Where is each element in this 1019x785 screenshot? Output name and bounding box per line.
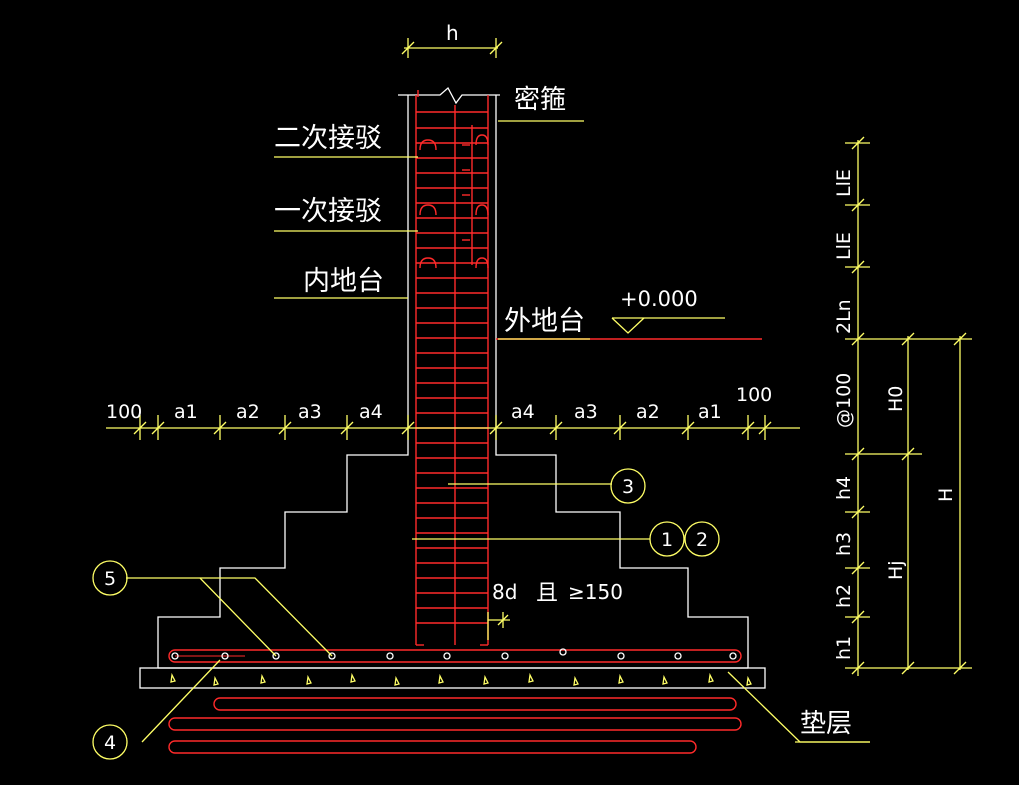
splice-note-and: 且 xyxy=(536,581,558,606)
dim-right-a1: a1 xyxy=(698,401,722,423)
splice-note-8d: 8d xyxy=(492,580,517,604)
foundation-outline xyxy=(139,86,766,689)
leader-lines xyxy=(126,120,870,743)
cushion-hatch xyxy=(170,672,752,686)
callout-numbers: 3 1 2 5 4 xyxy=(104,476,708,754)
dim-v-h0: H0 xyxy=(885,386,907,412)
splice-note-min: ≥150 xyxy=(568,580,623,604)
callout-4: 4 xyxy=(104,732,116,754)
top-dimension xyxy=(401,38,503,58)
callout-circles xyxy=(92,468,720,760)
dim-right-a4: a4 xyxy=(511,401,535,423)
dim-v-h3: h3 xyxy=(833,532,855,556)
dim-v-hj: Hj xyxy=(885,560,907,580)
label-inner-ground: 内地台 xyxy=(303,266,384,297)
mesh-bar-sections xyxy=(171,648,737,660)
horizontal-dimension xyxy=(106,415,800,440)
dim-v-2ln: 2Ln xyxy=(833,299,855,334)
column-stirrups xyxy=(416,111,488,624)
label-second-splice: 二次接驳 xyxy=(274,123,382,154)
label-elevation: +0.000 xyxy=(620,287,698,311)
bottom-mesh xyxy=(168,649,742,663)
dim-v-h4: h4 xyxy=(833,476,855,500)
label-cushion: 垫层 xyxy=(800,709,852,739)
column-rebar xyxy=(415,90,489,646)
dim-v-lle-2: LlE xyxy=(833,169,855,197)
vertical-dimension-inner xyxy=(845,136,870,676)
dim-right-100: 100 xyxy=(736,384,772,406)
dim-left-a4: a4 xyxy=(359,401,383,423)
dim-left-a2: a2 xyxy=(236,401,260,423)
dim-v-h2: h2 xyxy=(833,584,855,608)
splice-hooks xyxy=(419,134,489,269)
dim-left-a1: a1 xyxy=(174,401,198,423)
dim-left-a3: a3 xyxy=(298,401,322,423)
callout-5: 5 xyxy=(104,568,116,590)
splice-length-mark xyxy=(487,612,510,640)
dims-right-labels: a4 a3 a2 a1 100 xyxy=(511,384,772,423)
dims-vertical-labels: h1 h2 h3 h4 @100 2Ln LlE LlE xyxy=(833,169,855,660)
vertical-dimension-middle xyxy=(870,332,922,675)
label-dense-stirrup: 密箍 xyxy=(514,85,566,115)
vertical-dimension-outer xyxy=(922,332,972,675)
dims-left-labels: 100 a1 a2 a3 a4 xyxy=(106,401,383,423)
dim-v-h1: h1 xyxy=(833,636,855,660)
dim-v-H: H xyxy=(935,488,957,502)
label-outer-ground: 外地台 xyxy=(504,306,585,337)
label-h: h xyxy=(446,21,459,45)
dims-outer-labels: H0 Hj H xyxy=(885,386,957,580)
dim-v-at100: @100 xyxy=(833,373,855,428)
dim-left-100: 100 xyxy=(106,401,142,423)
splice-note: 8d 且 ≥150 xyxy=(492,580,623,606)
mesh-bars-detail xyxy=(168,697,742,754)
callout-2: 2 xyxy=(696,529,708,551)
callout-1: 1 xyxy=(661,529,673,551)
elevation-mark xyxy=(611,317,725,334)
dim-right-a3: a3 xyxy=(574,401,598,423)
dim-right-a2: a2 xyxy=(636,401,660,423)
label-first-splice: 一次接驳 xyxy=(274,196,382,227)
dim-v-lle-1: LlE xyxy=(833,232,855,260)
callout-3: 3 xyxy=(622,476,634,498)
